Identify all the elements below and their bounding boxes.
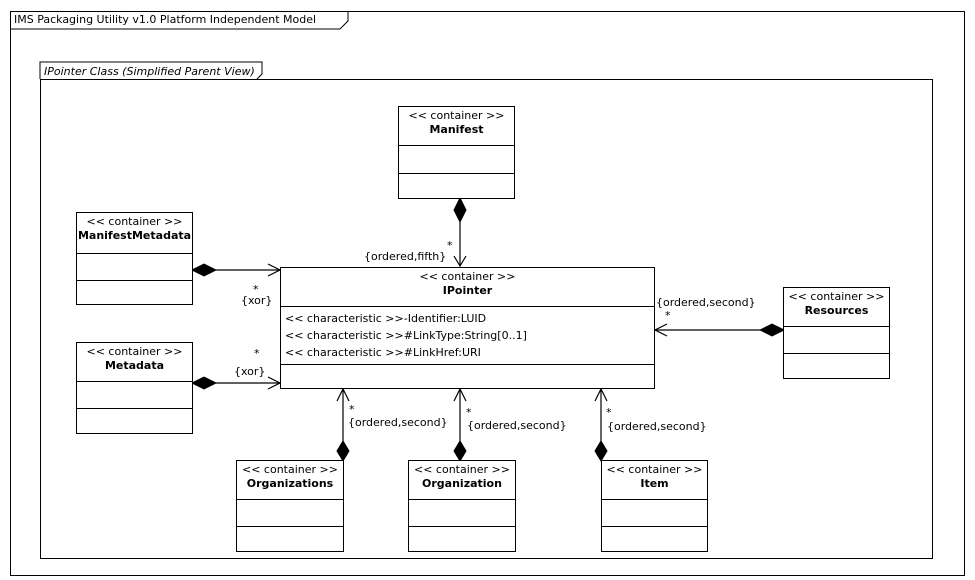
- class-metadata[interactable]: << container >> Metadata: [76, 342, 193, 434]
- ipointer-stereotype: << container >>: [419, 270, 516, 283]
- organization-name: Organization: [422, 477, 502, 490]
- composition-diamond-item: [594, 440, 608, 462]
- composition-diamond-metadata: [190, 376, 218, 390]
- assoc-manifest-arrow: [453, 255, 467, 268]
- organizations-operations: [237, 526, 343, 552]
- composition-diamond-organizations: [336, 440, 350, 462]
- composition-diamond-resources: [758, 323, 786, 337]
- ipointer-attribute-identifier: << characteristic >>-Identifier:LUID: [285, 312, 487, 325]
- manifestmetadata-operations: [77, 280, 192, 305]
- organization-multiplicity: *: [466, 406, 472, 419]
- manifest-multiplicity: *: [447, 239, 453, 252]
- inner-frame: [40, 79, 933, 559]
- inner-frame-tab: [39, 61, 263, 80]
- metadata-attributes: [77, 381, 192, 408]
- class-item[interactable]: << container >> Item: [601, 460, 708, 552]
- ipointer-attribute-linktype: << characteristic >>#LinkType:String[0..…: [285, 329, 527, 342]
- item-attributes: [602, 499, 707, 526]
- assoc-organizations-arrow: [336, 387, 350, 402]
- organizations-stereotype: << container >>: [242, 463, 338, 476]
- inner-frame-title: IPointer Class (Simplified Parent View): [44, 65, 255, 78]
- ipointer-attribute-linkhref: << characteristic >>#LinkHref:URI: [285, 346, 481, 359]
- organization-stereotype: << container >>: [414, 463, 510, 476]
- organization-attributes: [409, 499, 515, 526]
- organization-operations: [409, 526, 515, 552]
- item-multiplicity: *: [606, 406, 612, 419]
- resources-name: Resources: [804, 304, 869, 317]
- manifest-operations: [399, 173, 514, 199]
- item-constraint: {ordered,second}: [607, 420, 707, 433]
- outer-frame-title: IMS Packaging Utility v1.0 Platform Inde…: [14, 13, 317, 26]
- class-manifestmetadata[interactable]: << container >> ManifestMetadata: [76, 212, 193, 305]
- organizations-constraint: {ordered,second}: [348, 416, 448, 429]
- composition-diamond-manifestmetadata: [190, 263, 218, 277]
- manifestmetadata-stereotype: << container >>: [86, 215, 183, 228]
- class-organization[interactable]: << container >> Organization: [408, 460, 516, 552]
- composition-diamond-manifest: [453, 196, 467, 224]
- item-stereotype: << container >>: [606, 463, 703, 476]
- manifest-name: Manifest: [429, 123, 484, 136]
- class-organizations[interactable]: << container >> Organizations: [236, 460, 344, 552]
- ipointer-name: IPointer: [442, 284, 493, 297]
- manifest-stereotype: << container >>: [408, 109, 505, 122]
- composition-diamond-organization: [453, 440, 467, 462]
- manifestmetadata-multiplicity: *: [253, 283, 259, 296]
- resources-stereotype: << container >>: [788, 290, 885, 303]
- metadata-multiplicity: *: [254, 347, 260, 360]
- assoc-organization-arrow: [453, 387, 467, 402]
- item-operations: [602, 526, 707, 552]
- resources-attributes: [784, 326, 889, 353]
- manifestmetadata-name: ManifestMetadata: [77, 229, 192, 242]
- outer-frame-tab: [10, 11, 349, 30]
- organizations-multiplicity: *: [349, 403, 355, 416]
- item-name: Item: [640, 477, 669, 490]
- assoc-item-arrow: [594, 387, 608, 402]
- organizations-attributes: [237, 499, 343, 526]
- resources-multiplicity: *: [665, 309, 671, 322]
- manifest-attributes: [399, 145, 514, 173]
- ipointer-attributes: << characteristic >>-Identifier:LUID << …: [281, 306, 654, 364]
- metadata-operations: [77, 408, 192, 434]
- ipointer-operations: [281, 364, 654, 389]
- class-ipointer[interactable]: << container >> IPointer << characterist…: [280, 267, 655, 389]
- organization-constraint: {ordered,second}: [467, 419, 567, 432]
- resources-constraint: {ordered,second}: [656, 296, 756, 309]
- manifest-constraint: {ordered,fifth}: [364, 250, 447, 263]
- manifestmetadata-constraint: {xor}: [241, 294, 273, 307]
- resources-operations: [784, 353, 889, 379]
- metadata-stereotype: << container >>: [86, 345, 183, 358]
- outer-frame: [10, 11, 965, 576]
- manifestmetadata-attributes: [77, 253, 192, 280]
- class-manifest[interactable]: << container >> Manifest: [398, 106, 515, 199]
- metadata-constraint: {xor}: [234, 365, 266, 378]
- assoc-resources-arrow: [653, 323, 668, 337]
- organizations-name: Organizations: [246, 477, 334, 490]
- class-resources[interactable]: << container >> Resources: [783, 287, 890, 379]
- metadata-name: Metadata: [104, 359, 165, 372]
